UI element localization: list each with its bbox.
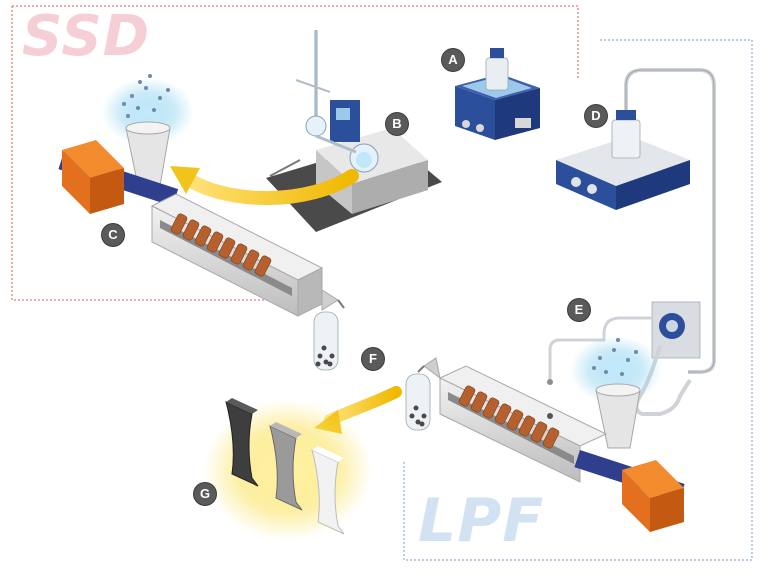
marker-e: E [568,299,590,321]
ssd-region-label: SSD [22,4,150,69]
marker-b: B [386,113,408,135]
marker-a: A [442,49,464,71]
marker-g: G [194,483,216,505]
marker-f: F [362,348,384,370]
lpf-region-label: LPF [418,486,544,556]
marker-d: D [585,105,607,127]
marker-c: C [102,224,124,246]
magnetic-stirrer-equipment [556,110,690,210]
ultrasonic-bath-equipment [455,48,540,140]
ssd-extruder [58,74,344,370]
